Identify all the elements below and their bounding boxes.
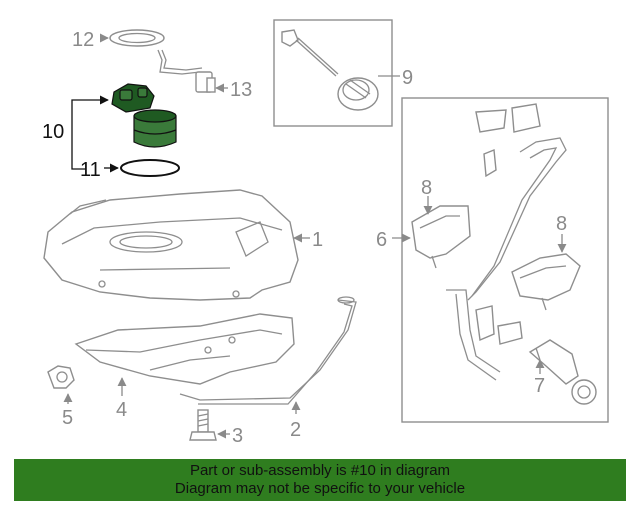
info-banner: Part or sub-assembly is #10 in diagram D… <box>14 459 626 501</box>
banner-line-1: Part or sub-assembly is #10 in diagram <box>189 462 451 479</box>
fuel-tank-part <box>43 189 299 301</box>
filler-pipe-part <box>446 103 567 381</box>
fuel-line-harness-part <box>157 49 216 93</box>
filler-hose-part <box>528 339 597 405</box>
callout-11: 11 <box>80 159 101 181</box>
callout-4: 4 <box>116 399 127 421</box>
callout-5: 5 <box>62 407 73 429</box>
callout-13: 13 <box>230 79 252 101</box>
callout-2: 2 <box>290 419 301 441</box>
heat-shield-left-part <box>411 205 471 269</box>
callout-8b: 8 <box>556 213 567 235</box>
tank-strap-part <box>179 296 357 405</box>
callout-3: 3 <box>232 425 243 447</box>
clip-part <box>47 365 75 389</box>
heat-shield-right-part <box>511 253 581 311</box>
bolt-part <box>189 409 217 441</box>
parts-diagram: 12 13 10 11 1 <box>42 19 609 447</box>
callout-1: 1 <box>312 229 323 251</box>
callout-8a: 8 <box>421 177 432 199</box>
callout-6: 6 <box>376 229 387 251</box>
callout-10: 10 <box>42 121 64 143</box>
lock-ring-part <box>109 29 165 47</box>
callout-9: 9 <box>402 67 413 89</box>
banner-line-2: Diagram may not be specific to your vehi… <box>174 480 466 497</box>
tank-shield-part <box>74 313 295 385</box>
fuel-cap-part <box>281 29 379 111</box>
callout-12: 12 <box>72 29 94 51</box>
fuel-pump-seal-part <box>120 159 180 177</box>
fuel-pump-module-part <box>111 83 177 148</box>
callout-7: 7 <box>534 375 545 397</box>
